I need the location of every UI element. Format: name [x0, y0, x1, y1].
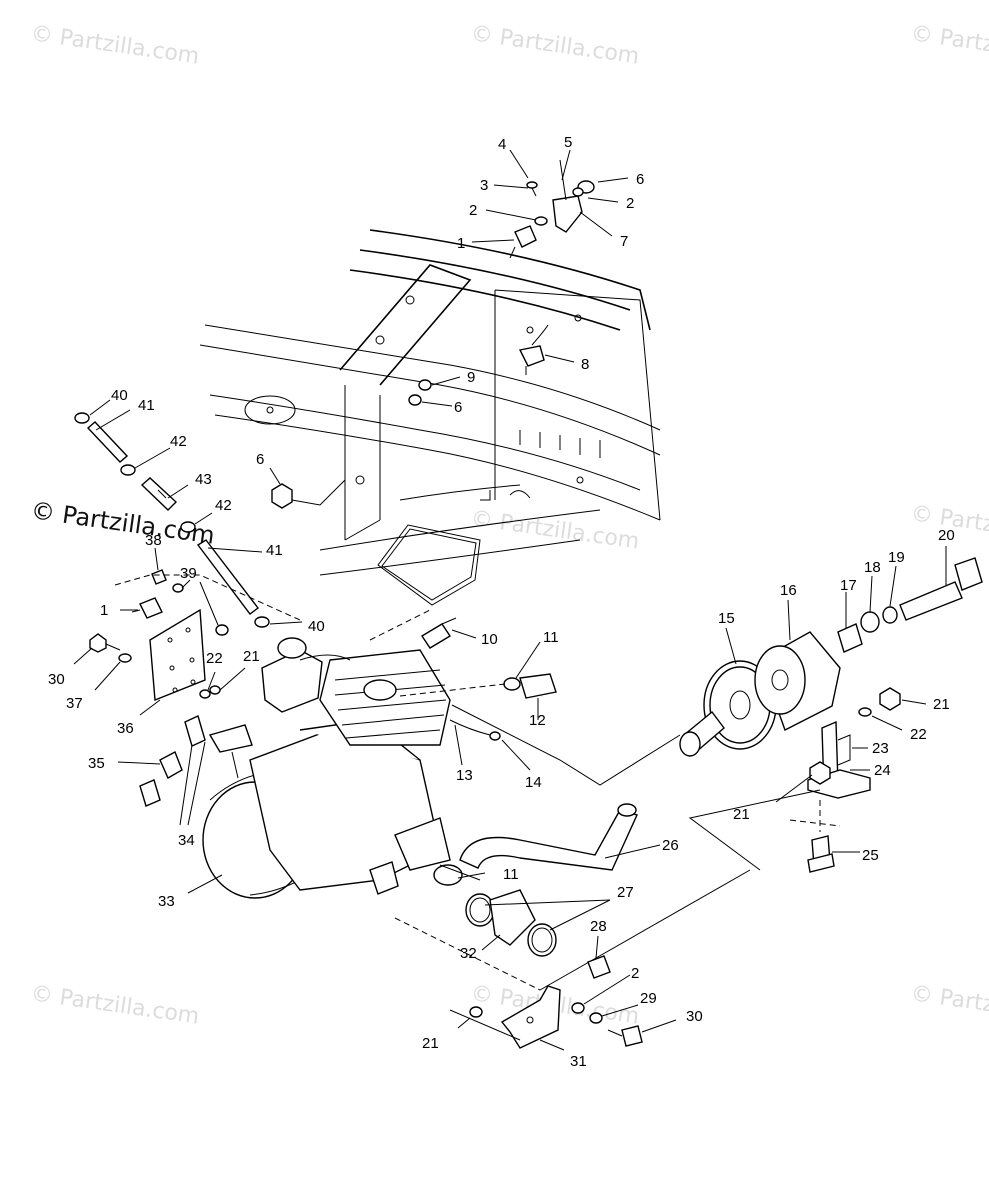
callout-label: 42 [215, 497, 232, 514]
callout-label: 21 [243, 648, 260, 665]
callout-label: 14 [525, 774, 542, 791]
callout-label: 26 [662, 837, 679, 854]
callout-label: 18 [864, 559, 881, 576]
callout-label: 19 [888, 549, 905, 566]
callout-label: 43 [195, 471, 212, 488]
callout-label: 39 [180, 565, 197, 582]
callout-label: 36 [117, 720, 134, 737]
lower-bracket [449, 974, 677, 1051]
callout-label: 32 [460, 945, 477, 962]
drive-clutch-assembly [679, 546, 983, 757]
ball-joint [514, 225, 537, 248]
part-9-6-nuts [408, 376, 461, 407]
washer [534, 216, 548, 226]
callout-label: 38 [145, 532, 162, 549]
mount-bracket [688, 687, 927, 873]
callout-label: 10 [481, 631, 498, 648]
callout-label: 33 [158, 893, 175, 910]
callout-label: 30 [686, 1008, 703, 1025]
callout-label: 6 [454, 399, 462, 416]
callout-label: 6 [636, 171, 644, 188]
part-1-bolt-left [120, 597, 163, 619]
callout-label: 28 [590, 918, 607, 935]
callout-label: 13 [456, 767, 473, 784]
callout-label: 2 [469, 202, 477, 219]
clamps-boot [394, 869, 751, 991]
callout-label: 6 [256, 451, 264, 468]
callout-label: 21 [422, 1035, 439, 1052]
linkage-assembly [471, 149, 629, 259]
callout-label: 3 [480, 177, 488, 194]
callout-label: 40 [308, 618, 325, 635]
callout-label: 27 [617, 884, 634, 901]
callout-label: 41 [266, 542, 283, 559]
callout-label: 15 [718, 610, 735, 627]
callout-label: 21 [733, 806, 750, 823]
callout-label: 31 [570, 1053, 587, 1070]
callout-label: 35 [88, 755, 105, 772]
callout-label: 7 [620, 233, 628, 250]
callout-label: 23 [872, 740, 889, 757]
callout-label: 34 [178, 832, 195, 849]
callout-label: 8 [581, 356, 589, 373]
part-38-39 [114, 547, 301, 621]
part-6-nut [269, 467, 346, 509]
callout-label: 41 [138, 397, 155, 414]
callout-label: 2 [626, 195, 634, 212]
watermark: © Partzilla.com [29, 21, 201, 69]
callout-label: 40 [111, 387, 128, 404]
callout-label: 42 [170, 433, 187, 450]
callout-label: 11 [503, 866, 519, 883]
engine-assembly [187, 637, 486, 899]
link-arm [552, 195, 583, 233]
callout-label: 29 [640, 990, 657, 1007]
fuel-hose-assembly [74, 399, 303, 628]
callout-label: 9 [467, 369, 475, 386]
watermark: © Partzilla.com [469, 506, 641, 554]
watermark: © Partzilla.com [29, 981, 201, 1029]
callout-label: 4 [498, 136, 506, 153]
wires-13-14 [449, 704, 681, 786]
callout-label: 22 [206, 650, 223, 667]
coupler-11-12 [399, 641, 557, 720]
callout-label: 20 [938, 527, 955, 544]
mounting-plate [73, 581, 246, 716]
part-34-35 [117, 715, 206, 826]
watermark: © Partzilla.com [909, 21, 989, 69]
callout-label: 21 [933, 696, 950, 713]
callout-label: 17 [840, 577, 857, 594]
callout-label: 1 [100, 602, 108, 619]
callout-label: 5 [564, 134, 572, 151]
washer [572, 187, 584, 197]
cotter-pin [526, 181, 538, 189]
callout-label: 22 [910, 726, 927, 743]
callout-label: 24 [874, 762, 891, 779]
part-28 [587, 935, 611, 979]
callout-label: 37 [66, 695, 83, 712]
callout-label: 16 [780, 582, 797, 599]
callout-label: 1 [457, 235, 465, 252]
callout-label: 12 [529, 712, 546, 729]
frame-chassis [199, 229, 661, 606]
watermark: © Partzilla.com [469, 21, 641, 69]
watermark: © Partzilla.com [909, 981, 989, 1029]
callout-label: 11 [543, 629, 559, 646]
part-8-clip [518, 324, 575, 375]
callout-label: 30 [48, 671, 65, 688]
callout-label: 25 [862, 847, 879, 864]
coolant-hose [459, 803, 661, 871]
callout-labels: 4 5 3 6 2 2 7 1 8 9 6 40 41 42 43 6 42 3… [48, 134, 955, 1070]
spark-plug [369, 609, 477, 649]
callout-label: 2 [631, 965, 639, 982]
